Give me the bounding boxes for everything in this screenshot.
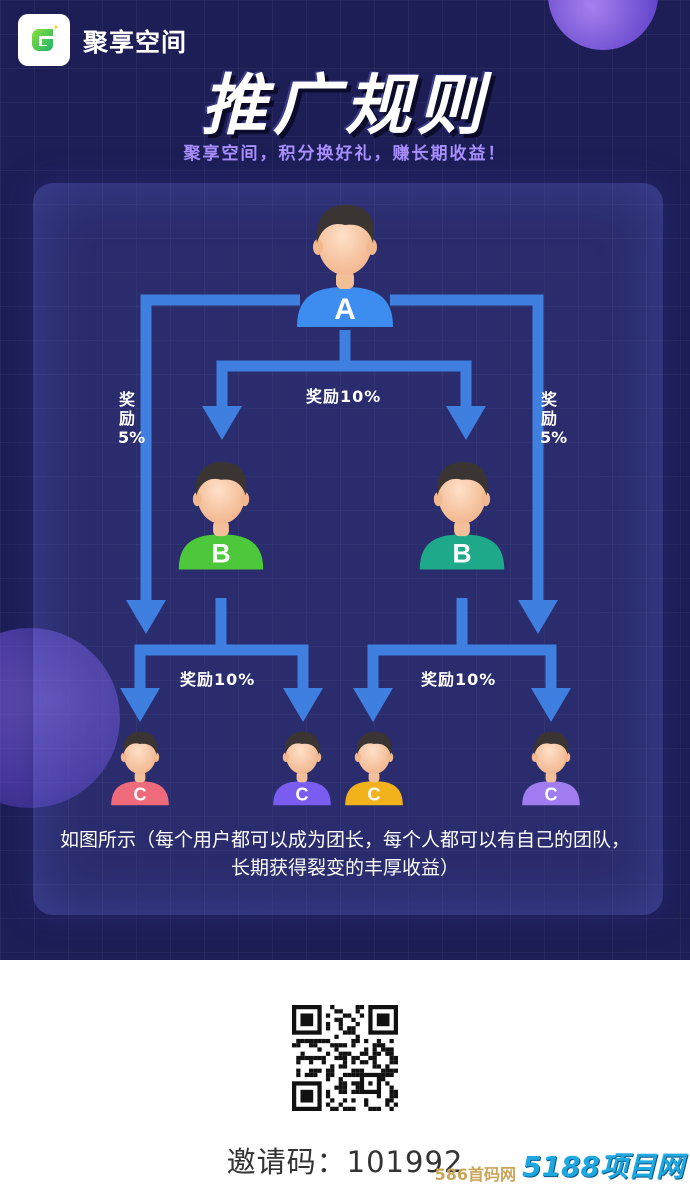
- poster-top: 聚享空间 推广规则 聚享空间，积分换好礼，赚长期收益！: [0, 0, 690, 960]
- reward-label-right-side: 奖励5%: [540, 390, 568, 447]
- person-neck: [368, 771, 380, 783]
- person-ear: [481, 492, 491, 507]
- arrow-a-to-c-left: [140, 294, 300, 600]
- people-nodes: A B B C C C C: [111, 204, 580, 806]
- arrow-heads: [120, 406, 571, 722]
- person-node-b2: B: [419, 461, 505, 570]
- arrow-head: [202, 406, 242, 440]
- person-body: [273, 781, 331, 806]
- person-body: [522, 781, 580, 806]
- diagram-caption: 如图所示（每个用户都可以成为团长，每个人都可以有自己的团队，长期获得裂变的丰厚收…: [60, 829, 631, 879]
- arrow-head: [353, 688, 393, 722]
- arrow-head: [446, 406, 486, 440]
- person-ear: [192, 492, 202, 507]
- person-ear: [240, 492, 250, 507]
- person-ear: [153, 752, 160, 762]
- arrow-a-to-c-right: [390, 294, 544, 600]
- invite-code-line: 邀请码：101992: [0, 1139, 690, 1181]
- person-node-c4: C: [522, 731, 580, 806]
- arrow-connectors: [134, 294, 557, 690]
- person-node-c3: C: [345, 731, 403, 806]
- qr-code-icon: [292, 1005, 398, 1111]
- person-body: [178, 534, 264, 570]
- arrow-head: [120, 688, 160, 722]
- person-head: [123, 735, 157, 774]
- person-body: [111, 781, 169, 806]
- person-letter-c1: C: [134, 784, 147, 804]
- person-head: [318, 211, 372, 275]
- person-node-a: A: [297, 204, 393, 327]
- person-ear: [354, 752, 361, 762]
- brand-name: 聚享空间: [83, 28, 188, 57]
- reward-label-right-bottom: 奖励10%: [421, 670, 497, 689]
- person-head: [534, 735, 568, 774]
- person-body: [297, 287, 393, 327]
- watermark: 586首码网 5188项目网: [435, 1145, 684, 1185]
- page-title: 推广规则: [201, 67, 489, 144]
- arrow-head: [531, 688, 571, 722]
- reward-label-top: 奖励10%: [306, 387, 382, 406]
- person-ear: [120, 752, 127, 762]
- arrow-head: [518, 600, 558, 634]
- person-body: [345, 781, 403, 806]
- person-body: [419, 534, 505, 570]
- arrow-a-to-b-left: [216, 330, 351, 410]
- person-letter-c3: C: [368, 784, 381, 804]
- person-node-c1: C: [111, 731, 169, 806]
- brand-g-logo-icon: [32, 25, 58, 51]
- person-neck: [134, 771, 146, 783]
- person-neck: [454, 520, 470, 537]
- arrow-b1-to-c1: [134, 598, 227, 690]
- person-neck: [336, 271, 354, 289]
- person-head: [438, 467, 486, 524]
- person-ear: [367, 239, 377, 255]
- person-ear: [387, 752, 394, 762]
- person-hair: [316, 204, 374, 243]
- person-letter-b1: B: [211, 539, 230, 569]
- person-ear: [531, 752, 538, 762]
- person-ear: [282, 752, 289, 762]
- page-subtitle: 聚享空间，积分换好礼，赚长期收益！: [183, 144, 507, 164]
- brand-logo: [18, 14, 70, 66]
- arrow-head: [283, 688, 323, 722]
- person-letter-c2: C: [296, 784, 309, 804]
- reward-label-left-bottom: 奖励10%: [180, 670, 256, 689]
- person-head: [357, 735, 391, 774]
- person-ear: [315, 752, 322, 762]
- watermark-text-b: 5188项目网: [522, 1150, 684, 1183]
- person-hair: [356, 731, 392, 755]
- person-letter-c4: C: [545, 784, 558, 804]
- person-neck: [213, 520, 229, 537]
- invite-code-label: 邀请码：: [226, 1145, 347, 1179]
- arrow-b2-to-c3: [367, 598, 468, 690]
- person-hair: [122, 731, 158, 755]
- person-hair: [284, 731, 320, 755]
- referral-tree-diagram: A B B C C C C: [111, 204, 580, 806]
- person-ear: [564, 752, 571, 762]
- arrow-b1-to-c2: [221, 644, 309, 690]
- person-head: [285, 735, 319, 774]
- person-hair: [195, 461, 247, 496]
- person-ear: [313, 239, 323, 255]
- reward-label-left-side: 奖励5%: [118, 390, 146, 447]
- person-letter-b2: B: [452, 539, 471, 569]
- arrow-a-to-b-right: [345, 360, 472, 410]
- person-hair: [533, 731, 569, 755]
- person-letter-a: A: [334, 293, 356, 326]
- person-hair: [436, 461, 488, 496]
- person-node-c2: C: [273, 731, 331, 806]
- person-head: [197, 467, 245, 524]
- arrow-head: [126, 600, 166, 634]
- invite-code-value: 101992: [346, 1145, 464, 1179]
- person-ear: [433, 492, 443, 507]
- watermark-text-a: 586首码网: [434, 1165, 517, 1184]
- arrow-b2-to-c4: [462, 644, 557, 690]
- person-neck: [545, 771, 557, 783]
- person-node-b1: B: [178, 461, 264, 570]
- person-neck: [296, 771, 308, 783]
